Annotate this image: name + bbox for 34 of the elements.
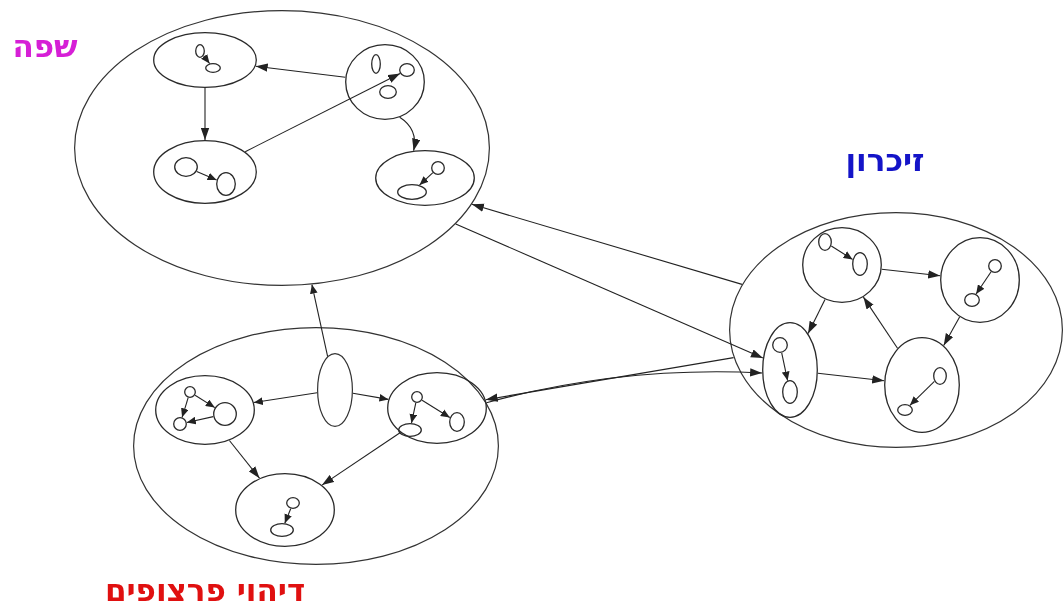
- arrow: [201, 54, 211, 65]
- heading: זיכרון: [845, 142, 925, 178]
- arrow: [418, 172, 434, 186]
- arrow: [310, 284, 329, 357]
- arrow: [975, 271, 992, 295]
- arrow: [194, 394, 216, 409]
- arrow: [485, 368, 763, 404]
- arrow: [186, 416, 214, 425]
- arrow: [881, 268, 941, 279]
- heading: דיהוי פרצופים: [104, 572, 306, 608]
- arrow: [399, 116, 420, 152]
- arrow: [943, 316, 961, 347]
- heading: שפה: [12, 28, 78, 64]
- arrow: [781, 352, 790, 382]
- arrow: [485, 357, 735, 402]
- arrow: [284, 508, 292, 524]
- arrow: [244, 72, 401, 153]
- arrow: [455, 223, 764, 359]
- arrow: [352, 392, 389, 402]
- arrow: [253, 392, 318, 405]
- arrow: [409, 402, 418, 424]
- arrow: [471, 203, 743, 285]
- arrow: [830, 245, 854, 260]
- arrow: [228, 439, 261, 479]
- arrow: [421, 399, 451, 419]
- arrow: [255, 63, 346, 78]
- arrow: [200, 87, 210, 141]
- arrow: [817, 372, 885, 384]
- arrow: [321, 431, 401, 486]
- arrow: [196, 170, 218, 181]
- arrow: [909, 380, 935, 406]
- arrow: [807, 298, 826, 334]
- arrow: [862, 296, 899, 349]
- arrow: [181, 397, 189, 418]
